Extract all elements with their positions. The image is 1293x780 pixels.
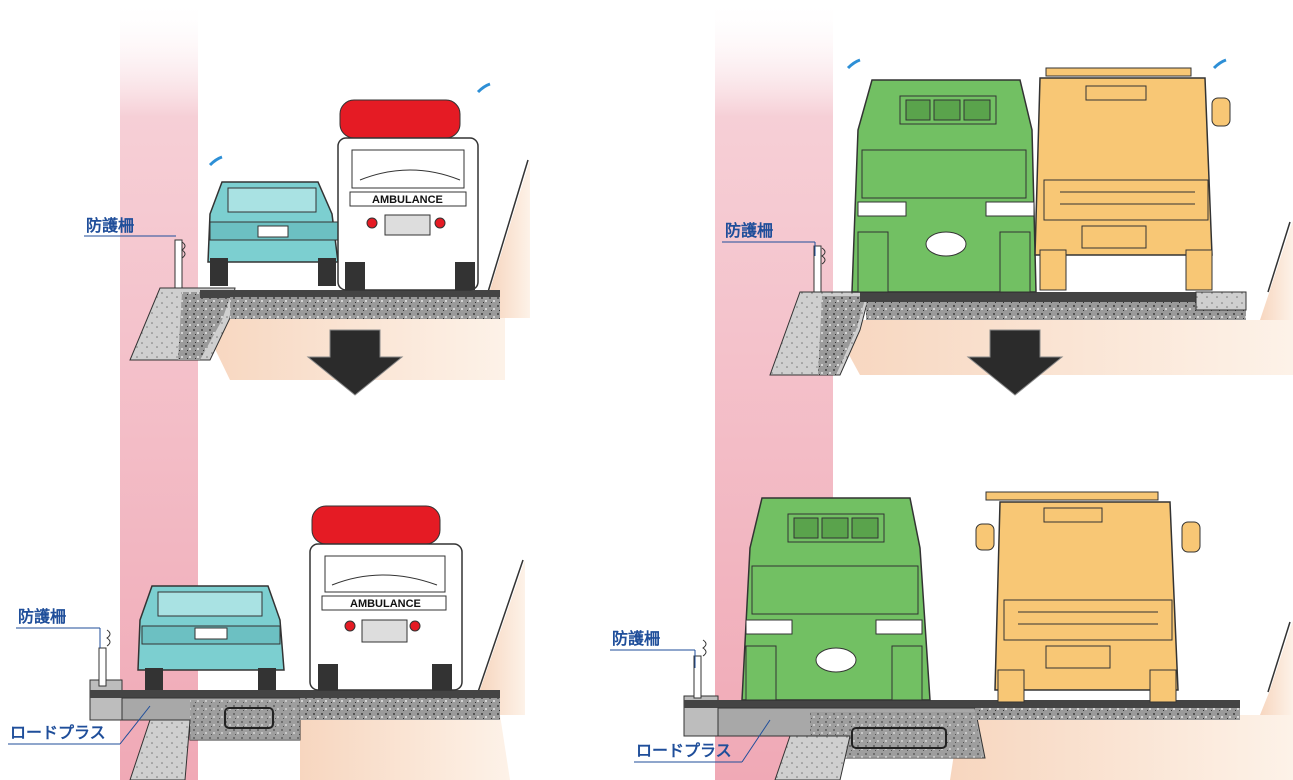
panel-top-left: AMBULANCE xyxy=(129,82,530,380)
road-plus-label-right: ロードプラス xyxy=(636,741,732,760)
guardrail-post-icon xyxy=(98,647,107,687)
down-arrow-icon-left xyxy=(306,329,404,396)
guardrail-post-icon xyxy=(693,655,702,699)
fire-truck-icon xyxy=(1034,67,1231,291)
panel-top-right xyxy=(769,58,1293,376)
dump-truck-icon xyxy=(851,79,1037,293)
guardrail-label-top-left: 防護柵 xyxy=(86,216,134,235)
road-plus-label-left: ロードプラス xyxy=(10,723,106,742)
passenger-car-icon xyxy=(207,181,339,286)
guardrail-label-bottom-left: 防護柵 xyxy=(18,607,66,626)
passenger-car-icon xyxy=(137,585,285,690)
guardrail-label-top-right: 防護柵 xyxy=(725,221,773,240)
guardrail-label-bottom-right: 防護柵 xyxy=(612,629,660,648)
svg-text:AMBULANCE: AMBULANCE xyxy=(350,598,421,610)
dump-truck-icon xyxy=(741,497,931,701)
ambulance-icon: AMBULANCE xyxy=(309,505,463,691)
panel-bottom-right xyxy=(683,491,1293,780)
svg-text:AMBULANCE: AMBULANCE xyxy=(372,194,443,206)
guardrail-post-icon xyxy=(813,245,822,293)
guardrail-post-icon xyxy=(174,239,183,289)
sweat-drop-icon xyxy=(208,155,223,167)
ambulance-icon: AMBULANCE xyxy=(337,99,479,291)
panel-bottom-left: AMBULANCE xyxy=(89,505,525,780)
down-arrow-icon-right xyxy=(966,329,1064,396)
fire-truck-icon xyxy=(975,491,1201,703)
